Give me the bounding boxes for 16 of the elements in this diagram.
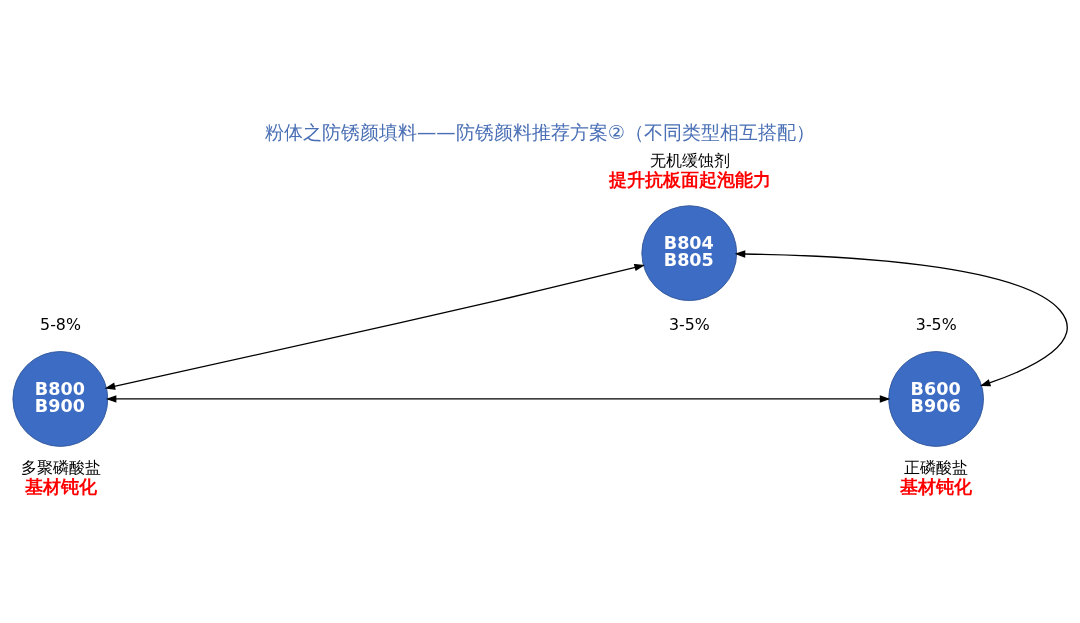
arrow bbox=[734, 249, 1068, 386]
node-label: 无机缓蚀剂 bbox=[649, 150, 730, 170]
node-circle: B800 B900 bbox=[12, 350, 109, 447]
node-label: 基材钝化 bbox=[900, 476, 973, 497]
node-label: 多聚磷酸盐 bbox=[20, 457, 101, 477]
node-label: 提升抗板面起泡能力 bbox=[609, 169, 772, 190]
node-circle: B804 B805 bbox=[641, 204, 738, 301]
arrow bbox=[104, 263, 645, 390]
arrow bbox=[105, 394, 891, 403]
node-label: 3-5% bbox=[669, 314, 710, 334]
node-label: 正磷酸盐 bbox=[904, 457, 969, 477]
node-label: 5-8% bbox=[40, 314, 81, 334]
node-label: 基材钝化 bbox=[24, 476, 97, 497]
node-label: 3-5% bbox=[915, 314, 957, 334]
diagram-title: 粉体之防锈颜填料——防锈颜料推荐方案②（不同类型相互搭配） bbox=[265, 120, 815, 144]
node-circle: B600 B906 bbox=[888, 350, 984, 447]
